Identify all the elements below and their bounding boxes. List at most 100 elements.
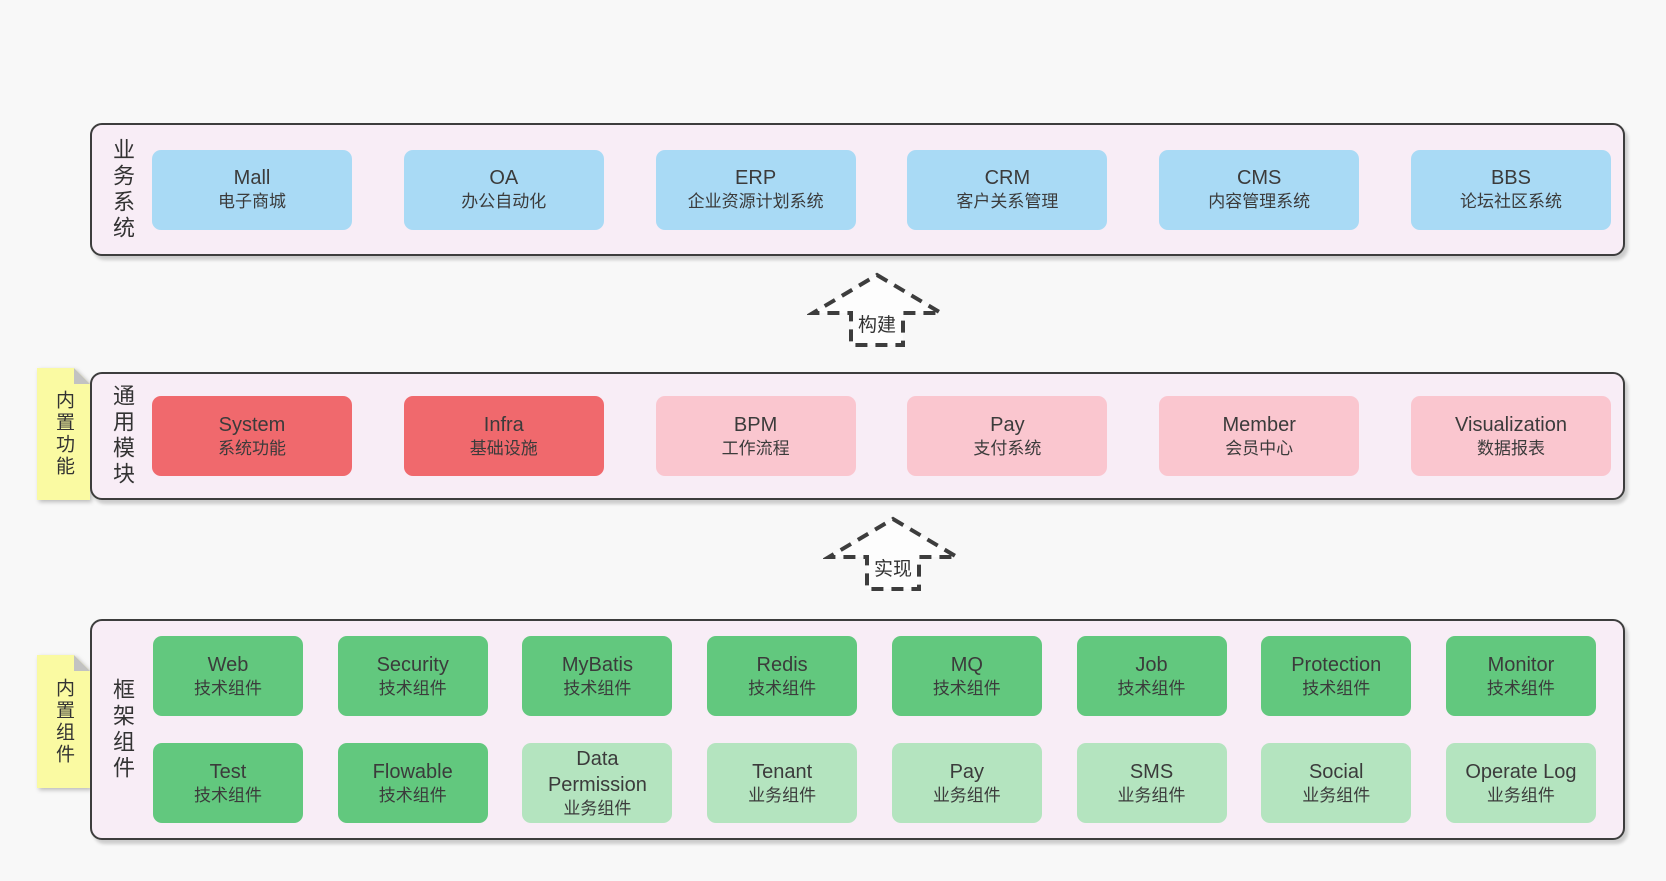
box-title: OA [489,167,519,190]
box-title: Infra [483,413,524,436]
arrow-implement-label: 实现 [871,554,915,581]
box-pay-system: Pay 支付系统 [907,396,1108,476]
box-security: Security 技术组件 [337,636,488,716]
box-test: Test 技术组件 [153,743,303,823]
box-subtitle: 业务组件 [1117,785,1186,805]
band-components-label: 框架组件 [110,677,135,782]
box-cms: CMS 内容管理系统 [1159,149,1360,230]
box-title: MyBatis [561,653,633,676]
box-title: Member [1222,413,1296,436]
band-framework-components: 框架组件 Web 技术组件 Security 技术组件 MyBatis 技术组件… [90,619,1625,840]
box-title: Monitor [1487,653,1555,676]
box-subtitle: 客户关系管理 [956,192,1059,212]
box-subtitle: 数据报表 [1476,438,1545,458]
box-subtitle: 企业资源计划系统 [687,192,824,212]
box-erp: ERP 企业资源计划系统 [655,149,856,230]
box-title: Data Permission [547,747,647,796]
box-subtitle: 技术组件 [1117,678,1186,698]
box-bbs: BBS 论坛社区系统 [1410,149,1611,230]
band-common-modules: 通用模块 System 系统功能 Infra 基础设施 BPM 工作流程 Pay… [90,372,1625,500]
band-modules-label: 通用模块 [110,384,135,488]
arrow-implement: 实现 [821,516,965,592]
band-business-systems: 业务系统 Mall 电子商城 OA 办公自动化 ERP 企业资源计划系统 CRM… [90,123,1625,256]
arrow-build: 构建 [805,272,949,348]
box-subtitle: 支付系统 [973,438,1042,458]
box-subtitle: 电子商城 [218,192,286,212]
sticky-note-builtin-components: 内置组件 [37,655,90,788]
box-title: Social [1308,760,1364,783]
box-title: Redis [756,653,808,676]
sticky-label: 内置功能 [53,390,74,478]
box-subtitle: 业务组件 [748,785,817,805]
box-subtitle: 技术组件 [378,785,447,805]
box-subtitle: 业务组件 [1302,785,1371,805]
box-title: Pay [949,760,985,783]
box-title: Operate Log [1465,760,1577,783]
box-subtitle: 技术组件 [932,678,1001,698]
module-boxes: System 系统功能 Infra 基础设施 BPM 工作流程 Pay 支付系统… [92,374,1623,498]
box-subtitle: 技术组件 [748,678,817,698]
box-subtitle: 技术组件 [378,678,447,698]
box-system: System 系统功能 [152,396,352,476]
box-subtitle: 业务组件 [932,785,1001,805]
box-title: Visualization [1455,413,1567,436]
box-title: CRM [984,167,1031,190]
business-boxes: Mall 电子商城 OA 办公自动化 ERP 企业资源计划系统 CRM 客户关系… [92,125,1623,254]
sticky-note: 内置功能 [37,368,90,500]
box-tenant: Tenant 业务组件 [707,743,858,823]
component-rows: Web 技术组件 Security 技术组件 MyBatis 技术组件 Redi… [92,621,1623,838]
box-title: BBS [1490,167,1531,190]
box-subtitle: 技术组件 [194,785,262,805]
box-social: Social 业务组件 [1261,743,1412,823]
box-member: Member 会员中心 [1159,396,1360,476]
box-job: Job 技术组件 [1076,636,1227,716]
box-subtitle: 基础设施 [469,438,538,458]
box-redis: Redis 技术组件 [707,636,858,716]
box-subtitle: 工作流程 [721,438,790,458]
box-subtitle: 技术组件 [563,678,632,698]
box-subtitle: 办公自动化 [461,192,547,212]
box-web: Web 技术组件 [153,636,303,716]
box-subtitle: 技术组件 [194,678,262,698]
box-sms: SMS 业务组件 [1076,743,1227,823]
box-operate-log: Operate Log 业务组件 [1445,743,1596,823]
box-mybatis: MyBatis 技术组件 [522,636,673,716]
box-crm: CRM 客户关系管理 [907,149,1108,230]
sticky-note: 内置组件 [37,655,90,788]
box-title: Tenant [752,760,813,783]
folded-corner-icon [74,655,90,671]
sticky-note-builtin-features: 内置功能 [37,368,90,500]
box-title: Test [209,760,247,783]
box-subtitle: 技术组件 [1486,678,1555,698]
box-mq: MQ 技术组件 [891,636,1042,716]
box-data-permission: Data Permission 业务组件 [522,743,673,823]
box-oa: OA 办公自动化 [403,149,604,230]
box-monitor: Monitor 技术组件 [1445,636,1596,716]
box-flowable: Flowable 技术组件 [337,743,488,823]
box-title: Web [207,653,249,676]
box-title: System [218,413,286,436]
box-title: Flowable [372,760,453,783]
box-subtitle: 论坛社区系统 [1459,192,1562,212]
box-bpm: BPM 工作流程 [655,396,856,476]
box-protection: Protection 技术组件 [1261,636,1412,716]
component-row-2: Test 技术组件 Flowable 技术组件 Data Permission … [153,743,1596,823]
box-subtitle: 会员中心 [1225,438,1294,458]
box-title: Protection [1291,653,1382,676]
box-pay-component: Pay 业务组件 [891,743,1042,823]
band-business-label: 业务系统 [110,137,135,242]
box-subtitle: 内容管理系统 [1208,192,1311,212]
box-subtitle: 技术组件 [1302,678,1371,698]
arrow-build-label: 构建 [855,310,899,337]
component-row-1: Web 技术组件 Security 技术组件 MyBatis 技术组件 Redi… [153,636,1596,716]
box-subtitle: 业务组件 [1486,785,1555,805]
box-title: MQ [950,653,983,676]
box-title: Job [1135,653,1168,676]
sticky-label: 内置组件 [53,677,74,766]
box-infra: Infra 基础设施 [403,396,604,476]
box-title: SMS [1129,760,1174,783]
box-title: Pay [990,413,1025,436]
box-title: CMS [1236,167,1282,190]
box-subtitle: 系统功能 [218,438,286,458]
